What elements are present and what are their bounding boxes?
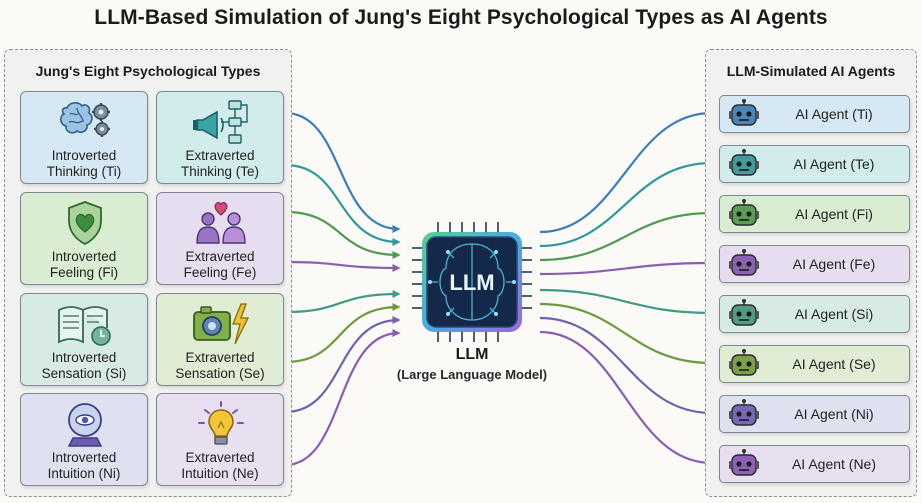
llm-subtitle: (Large Language Model) — [396, 367, 548, 382]
input-arrow — [284, 111, 401, 233]
agent-ne[interactable]: AI Agent (Ne) — [719, 445, 910, 483]
panel-title: Jung's Eight Psychological Types — [35, 63, 261, 79]
type-card-ti[interactable]: Introverted Thinking (Ti) — [20, 91, 148, 184]
robot-icon — [729, 299, 759, 326]
people-heart-icon — [196, 201, 246, 244]
type-label: Extraverted Sensation (Se) — [175, 350, 265, 381]
llm-chip-icon: LLM — [412, 222, 532, 342]
output-arrow — [539, 209, 714, 262]
input-arrow — [284, 290, 401, 314]
output-arrow — [539, 316, 714, 417]
brain-gears-icon — [60, 102, 110, 137]
type-label: Extraverted Intuition (Ne) — [181, 450, 259, 481]
output-arrow — [539, 109, 714, 234]
agent-label: AI Agent (Si) — [794, 306, 874, 322]
input-arrow — [284, 329, 401, 467]
output-arrow — [539, 288, 714, 317]
robot-icon — [729, 399, 759, 426]
input-arrow — [284, 303, 401, 364]
llm-title: LLM — [455, 346, 489, 363]
type-card-fi[interactable]: Introverted Feeling (Fi) — [20, 192, 148, 285]
lightbulb-icon — [198, 401, 244, 445]
agent-label: AI Agent (Te) — [793, 156, 875, 172]
panel-title: LLM-Simulated AI Agents — [726, 63, 896, 79]
agent-ni[interactable]: AI Agent (Ni) — [719, 395, 910, 433]
type-label: Introverted Thinking (Ti) — [46, 148, 122, 179]
output-arrow — [539, 259, 714, 276]
agent-label: AI Agent (Ti) — [795, 106, 873, 122]
type-label: Introverted Feeling (Fi) — [49, 249, 119, 280]
robot-icon — [729, 99, 759, 126]
type-card-ni[interactable]: Introverted Intuition (Ni) — [20, 393, 148, 486]
type-label: Introverted Sensation (Si) — [41, 350, 127, 381]
robot-icon — [729, 349, 759, 376]
robot-icon — [729, 199, 759, 226]
agent-te[interactable]: AI Agent (Te) — [719, 145, 910, 183]
crystal-ball-icon — [67, 403, 103, 447]
page-title: LLM-Based Simulation of Jung's Eight Psy… — [94, 6, 828, 29]
agent-label: AI Agent (Ni) — [794, 406, 874, 422]
robot-icon — [729, 449, 759, 476]
type-card-se[interactable]: Extraverted Sensation (Se) — [156, 293, 284, 386]
type-card-ne[interactable]: Extraverted Intuition (Ne) — [156, 393, 284, 486]
agent-ti[interactable]: AI Agent (Ti) — [719, 95, 910, 133]
input-arrow — [284, 316, 401, 414]
output-arrow — [539, 330, 714, 467]
megaphone-flowchart-icon — [193, 100, 248, 144]
type-label: Extraverted Feeling (Fe) — [183, 249, 257, 280]
agent-label: AI Agent (Fi) — [795, 206, 873, 222]
llm-chip-text: LLM — [449, 270, 494, 295]
type-label: Introverted Intuition (Ni) — [47, 450, 121, 481]
agent-label: AI Agent (Fe) — [792, 256, 876, 272]
agent-fi[interactable]: AI Agent (Fi) — [719, 195, 910, 233]
camera-lightning-icon — [193, 303, 250, 345]
robot-icon — [729, 149, 759, 176]
agent-si[interactable]: AI Agent (Si) — [719, 295, 910, 333]
type-label: Extraverted Thinking (Te) — [180, 148, 260, 179]
type-card-te[interactable]: Extraverted Thinking (Te) — [156, 91, 284, 184]
output-arrow — [539, 159, 714, 248]
input-arrow — [284, 163, 401, 246]
heart-shield-icon — [68, 201, 102, 246]
book-clock-icon — [58, 306, 111, 346]
agent-se[interactable]: AI Agent (Se) — [719, 345, 910, 383]
type-card-si[interactable]: Introverted Sensation (Si) — [20, 293, 148, 386]
type-card-fe[interactable]: Extraverted Feeling (Fe) — [156, 192, 284, 285]
input-arrow — [284, 210, 401, 259]
robot-icon — [729, 249, 759, 276]
agent-fe[interactable]: AI Agent (Fe) — [719, 245, 910, 283]
input-arrow — [284, 260, 401, 272]
output-arrow — [539, 302, 714, 367]
agent-label: AI Agent (Ne) — [791, 456, 877, 472]
agent-label: AI Agent (Se) — [792, 356, 876, 372]
